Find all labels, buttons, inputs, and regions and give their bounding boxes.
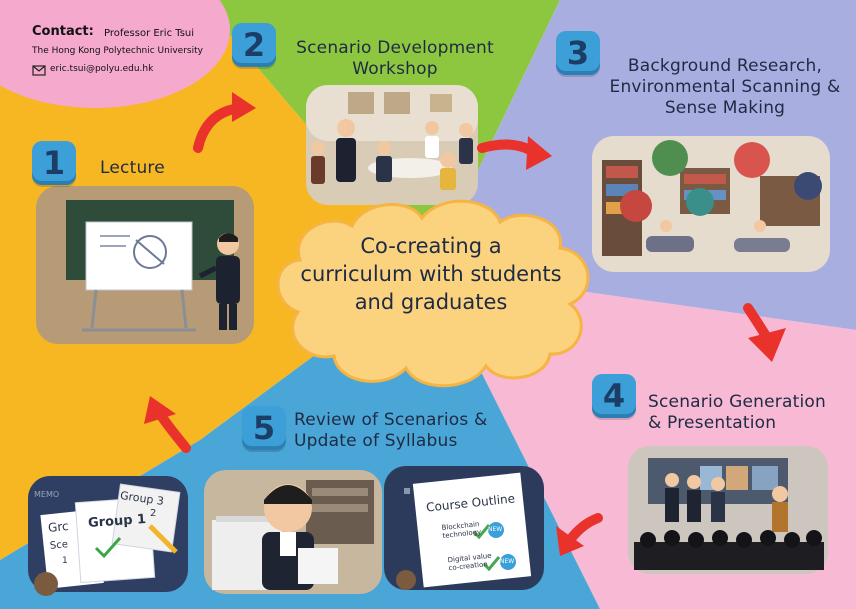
step-4-title-line-1: Scenario Generation — [648, 392, 826, 412]
step-5-title-line-1: Review of Scenarios & — [294, 410, 488, 430]
teacher-papers-illustration — [204, 470, 382, 594]
step-2-title: Scenario Development Workshop — [290, 38, 500, 80]
group-sheet-number-2: 1 — [62, 556, 68, 566]
contact-email-link[interactable]: eric.tsui@polyu.edu.hk — [50, 64, 154, 74]
mail-icon — [32, 65, 46, 76]
group-sheet-left: Grc — [47, 518, 70, 536]
arrow-4-to-5 — [556, 513, 603, 556]
center-title-line-2: curriculum with students — [300, 262, 562, 286]
contact-university: The Hong Kong Polytechnic University — [32, 46, 203, 56]
step-2-title-line-1: Scenario Development — [296, 38, 494, 58]
contact-bubble — [0, 0, 230, 108]
step-4-badge: 4 — [592, 374, 636, 418]
group-sheets-illustration — [28, 476, 188, 596]
step-2-title-line-2: Workshop — [352, 59, 438, 79]
lecture-illustration — [36, 186, 254, 344]
group-sheet-left-2: Sce — [49, 539, 69, 552]
center-title: Co-creating a curriculum with students a… — [270, 232, 592, 316]
step-2-badge: 2 — [232, 23, 276, 67]
course-outline-illustration — [384, 466, 544, 590]
center-title-line-1: Co-creating a — [360, 234, 502, 258]
step-1-badge: 1 — [32, 141, 76, 185]
step-4-title-line-2: & Presentation — [648, 413, 777, 433]
memo-note: MEMO — [34, 490, 60, 499]
arrow-2-to-3 — [477, 136, 552, 170]
step-5-badge: 5 — [242, 406, 286, 450]
research-illustration — [592, 136, 830, 272]
workshop-illustration — [306, 85, 478, 205]
group-sheet-number: 2 — [150, 508, 157, 519]
arrow-5-to-1 — [144, 396, 191, 453]
new-badge-2: NEW — [500, 558, 515, 565]
step-3-title-line-1: Background Research, — [627, 56, 823, 76]
presentation-illustration — [628, 446, 828, 574]
step-3-badge: 3 — [556, 31, 600, 75]
step-5-title-line-2: Update of Syllabus — [294, 431, 458, 451]
arrow-1-to-2 — [193, 92, 256, 153]
center-cloud — [276, 199, 590, 388]
step-1-title-line-1: Lecture — [100, 158, 165, 178]
new-badge-1: NEW — [488, 526, 503, 533]
step-5-title: Review of Scenarios & Update of Syllabus — [294, 410, 514, 452]
arrow-3-to-4 — [743, 303, 786, 362]
contact-name: Professor Eric Tsui — [104, 28, 195, 39]
step-4-title: Scenario Generation & Presentation — [648, 392, 844, 434]
step-3-title-line-3: Sense Making — [664, 98, 786, 118]
center-title-line-3: and graduates — [354, 290, 508, 314]
step-1-title: Lecture — [100, 158, 165, 179]
step-3-title: Background Research, Environmental Scann… — [596, 56, 854, 119]
contact-label: Contact: — [32, 24, 94, 39]
step-3-title-line-2: Environmental Scanning & — [609, 77, 841, 97]
